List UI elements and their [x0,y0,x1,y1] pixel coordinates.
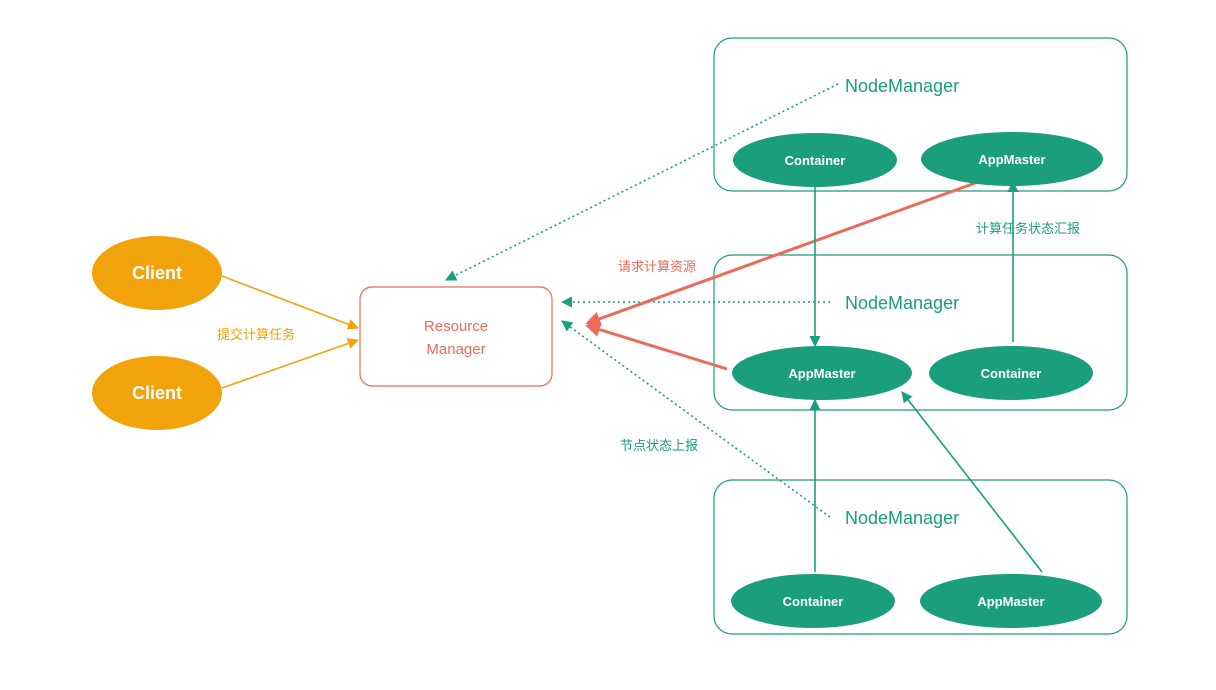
bottom-container-label: Container [783,594,844,609]
submit-task-label: 提交计算任务 [217,327,295,343]
middle-appmaster-label: AppMaster [788,366,855,381]
client-node-1: Client [92,236,222,310]
client-1-label: Client [132,263,182,283]
resource-manager-label-line-2: Manager [426,341,485,358]
middle-appmaster-node: AppMaster [732,346,912,400]
node-manager-top-status-arrow [444,83,839,281]
node-manager-middle-label: NodeManager [845,293,959,313]
node-manager-top-label: NodeManager [845,76,959,96]
client-node-2: Client [92,356,222,430]
node-group-top-frame [713,37,1128,192]
node-manager-bottom-label: NodeManager [845,508,959,528]
top-container-label: Container [785,153,846,168]
client-1-submit-arrow [221,275,360,330]
bottom-container-node: Container [731,574,895,628]
request-resources-label: 请求计算资源 [618,260,696,275]
node-group-middle-frame [713,254,1128,411]
middle-container-node: Container [929,346,1093,400]
bottom-appmaster-node: AppMaster [920,574,1102,628]
bottom-appmaster-to-middle-appmaster-arrow [901,391,1043,573]
top-appmaster-node: AppMaster [921,132,1103,186]
bottom-appmaster-label: AppMaster [977,594,1044,609]
node-manager-bottom-status-arrow [561,320,831,518]
middle-container-label: Container [981,366,1042,381]
task-status-report-label: 计算任务状态汇报 [976,221,1080,237]
client-2-submit-arrow [221,338,360,389]
top-container-node: Container [733,133,897,187]
resource-manager-label-line-1: Resource [424,318,488,335]
client-2-label: Client [132,383,182,403]
app-master-top-request-arrow [585,180,979,326]
top-appmaster-label: AppMaster [978,152,1045,167]
node-status-report-label: 节点状态上报 [620,439,698,454]
resource-manager-box [359,286,553,387]
node-group-bottom-frame [713,479,1128,635]
app-master-middle-request-arrow [585,322,728,371]
